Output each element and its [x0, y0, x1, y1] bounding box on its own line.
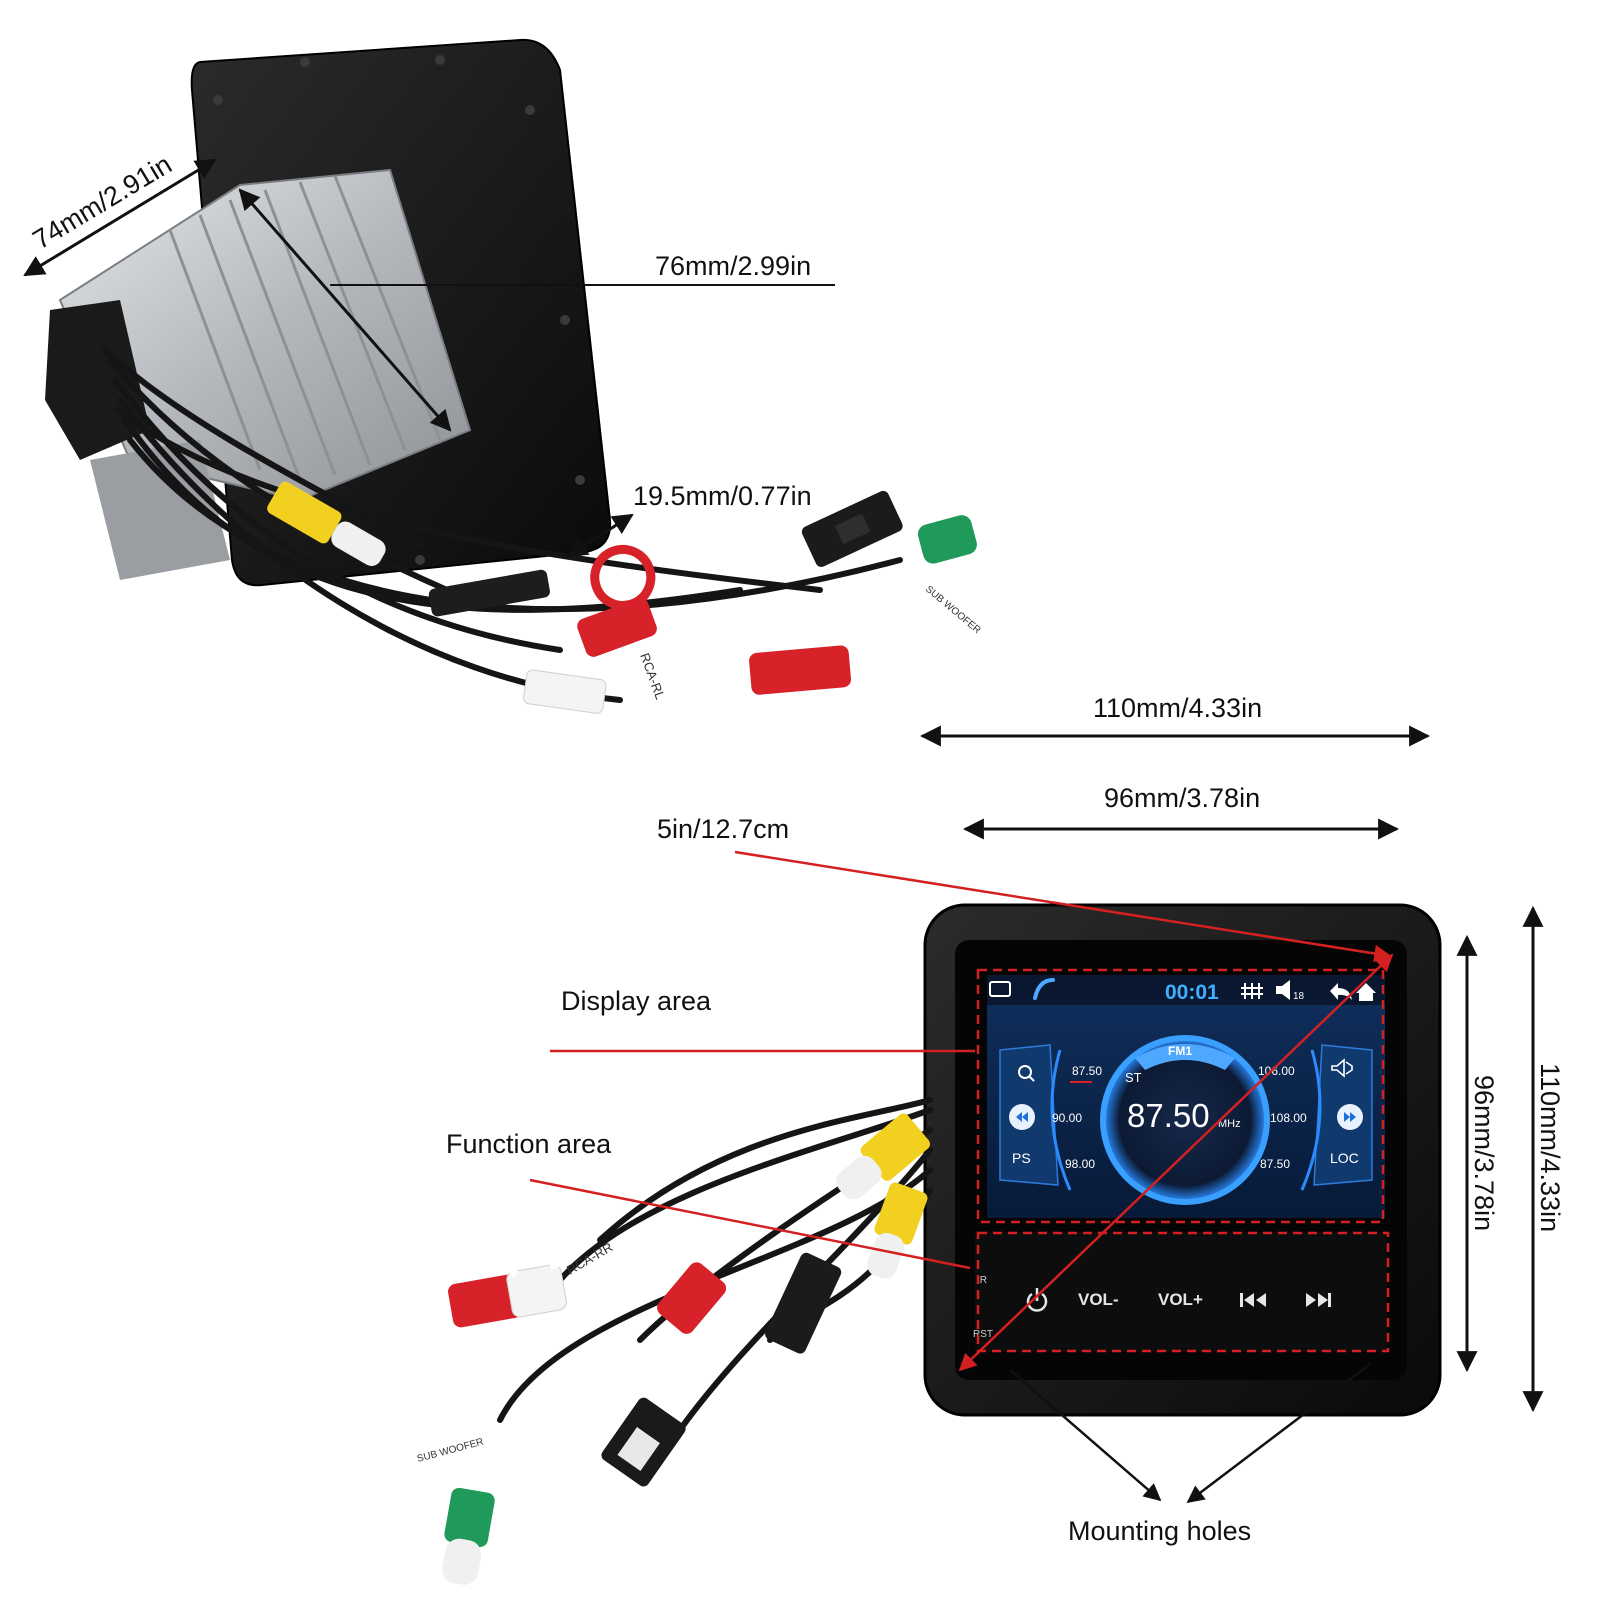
inner-height-label: 96mm/3.78in	[1469, 1075, 1499, 1231]
inner-width-label: 96mm/3.78in	[1104, 783, 1260, 813]
function-area-leader	[529, 1178, 971, 1270]
preset-right-3[interactable]: 87.50	[1260, 1157, 1290, 1171]
width-arrow	[238, 188, 452, 432]
mounting-leader-left	[1009, 1369, 1162, 1502]
front-width-dimensions: 110mm/4.33in 96mm/3.78in	[919, 693, 1431, 840]
function-panel: IR RST VOL- VOL+	[973, 1232, 1387, 1352]
band-label: FM1	[1168, 1044, 1192, 1058]
tag-rca-rr: RCA-RR	[564, 1239, 615, 1277]
outer-width-label: 110mm/4.33in	[1093, 693, 1262, 723]
preset-right-2[interactable]: 108.00	[1270, 1111, 1307, 1125]
front-annotations: 5in/12.7cm Display area Function area Mo…	[446, 814, 1565, 1546]
rst-label: RST	[973, 1329, 993, 1340]
tag-rca-rl: RCA-RL	[637, 651, 668, 702]
volume-level: 18	[1293, 991, 1305, 1002]
ps-button[interactable]: PS	[1012, 1150, 1031, 1166]
mounting-holes-label: Mounting holes	[1068, 1516, 1251, 1546]
frequency-readout: 87.50	[1127, 1097, 1210, 1134]
preset-left-1[interactable]: 87.50	[1072, 1064, 1102, 1078]
depth-arrow	[23, 158, 217, 277]
width-label: 76mm/2.99in	[655, 251, 811, 281]
mounting-leader-right	[1186, 1363, 1371, 1504]
tag-sub-woofer-front: SUB WOOFER	[416, 1437, 485, 1465]
gap-label: 19.5mm/0.77in	[633, 481, 812, 511]
vol-up-button[interactable]: VOL+	[1158, 1290, 1203, 1309]
diagonal-leader	[734, 850, 1392, 963]
diagonal-arrow	[958, 953, 1394, 1372]
preset-left-3[interactable]: 98.00	[1065, 1157, 1095, 1171]
diagonal-label: 5in/12.7cm	[657, 814, 789, 844]
display-area-label: Display area	[561, 986, 712, 1016]
lcd-screen: 00:01 18 PS LOC 87.50	[987, 975, 1385, 1218]
preset-left-2[interactable]: 90.00	[1052, 1111, 1082, 1125]
function-area-label: Function area	[446, 1129, 612, 1159]
equalizer-icon	[1241, 983, 1263, 999]
loc-button[interactable]: LOC	[1330, 1150, 1359, 1166]
vol-down-button[interactable]: VOL-	[1078, 1290, 1119, 1309]
tag-sub-woofer-back: SUB WOOFER	[923, 584, 982, 636]
outer-height-label: 110mm/4.33in	[1535, 1063, 1565, 1232]
stereo-label: ST	[1125, 1070, 1142, 1085]
gap-arrow	[566, 513, 634, 558]
clock: 00:01	[1165, 981, 1219, 1004]
back-rca-plugs	[267, 481, 977, 714]
